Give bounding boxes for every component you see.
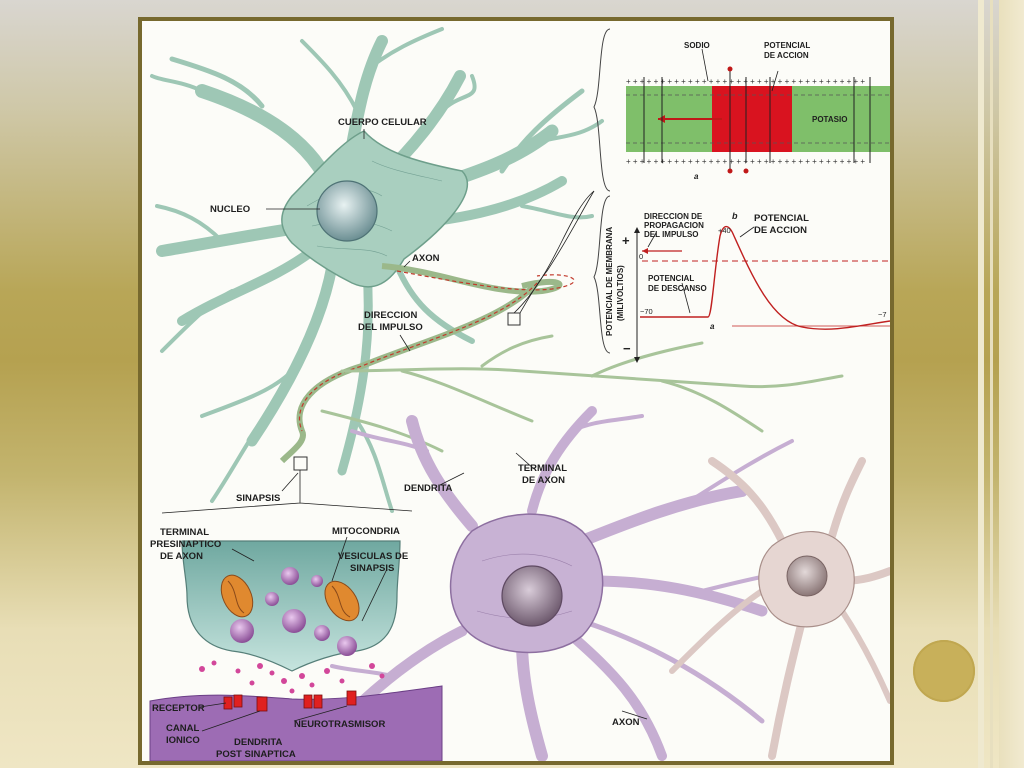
label-mitocondria: MITOCONDRIA [332, 526, 400, 537]
label-dendrita-post-1: DENDRITA [234, 737, 283, 748]
neuron-diagram-frame: + + + + + + + + + + + + + + + + + + + + … [138, 17, 894, 765]
label-potencial-accion-top-1: POTENCIAL [764, 41, 810, 50]
label-direccion-impulso-1: DIRECCION [364, 310, 417, 321]
label-tick-70-right: −7 [878, 310, 887, 319]
label-marker-b: b [732, 211, 738, 221]
label-canal-ionico-2: IONICO [166, 735, 200, 746]
label-plus: + [622, 233, 630, 248]
neuron-diagram: + + + + + + + + + + + + + + + + + + + + … [149, 27, 890, 761]
label-marker-a-graph: a [710, 322, 715, 331]
label-cuerpo-celular: CUERPO CELULAR [338, 117, 427, 128]
label-tick-70: −70 [640, 307, 653, 316]
label-receptor: RECEPTOR [152, 703, 205, 714]
leader-lines [199, 48, 779, 732]
label-vesiculas-2: SINAPSIS [350, 563, 394, 574]
label-marker-a-top: a [694, 172, 699, 181]
label-potasio: POTASIO [812, 115, 847, 124]
label-direccion-propagacion-1: DIRECCION DE [644, 212, 703, 221]
label-direccion-propagacion-3: DEL IMPULSO [644, 230, 699, 239]
label-tick-0: 0 [639, 252, 643, 261]
label-tick-40: +40 [718, 226, 731, 235]
label-potencial-descanso-2: DE DESCANSO [648, 284, 707, 293]
action-potential-graph [634, 225, 890, 363]
slide-border-stripe [990, 0, 993, 768]
label-sinapsis: SINAPSIS [236, 493, 280, 504]
label-direccion-impulso-2: DEL IMPULSO [358, 322, 423, 333]
synapse-inset [149, 456, 443, 761]
label-terminal-presinaptico-2: PRESINAPTICO [150, 539, 221, 550]
slide-border-stripe [978, 0, 984, 768]
label-canal-ionico-1: CANAL [166, 723, 199, 734]
label-potencial-accion-top-2: DE ACCION [764, 51, 809, 60]
label-potencial-descanso-1: POTENCIAL [648, 274, 694, 283]
label-terminal-presinaptico-3: DE AXON [160, 551, 203, 562]
label-potencial-accion-graph-1: POTENCIAL [754, 213, 809, 224]
labels: CUERPO CELULAR NUCLEO AXON DIRECCION DEL… [150, 41, 887, 760]
label-vesiculas-1: VESICULAS DE [338, 551, 408, 562]
membrane-schematic: + + + + + + + + + + + + + + + + + + + + … [513, 28, 890, 354]
label-neurotrasmisor: NEUROTRASMISOR [294, 719, 385, 730]
label-dendrita-post-2: POST SINAPTICA [216, 749, 296, 760]
label-direccion-propagacion-2: PROPAGACION [644, 221, 704, 230]
label-terminal-axon-1: TERMINAL [518, 463, 567, 474]
slide-border-band [999, 0, 1024, 768]
label-axon-bottom: AXON [612, 717, 640, 728]
label-terminal-presinaptico-1: TERMINAL [160, 527, 209, 538]
label-nucleo: NUCLEO [210, 204, 250, 215]
label-minus: − [623, 341, 631, 356]
label-axon: AXON [412, 253, 440, 264]
label-y-axis-2: (MILIVOLTIOS) [616, 265, 625, 321]
label-terminal-axon-2: DE AXON [522, 475, 565, 486]
label-potencial-accion-graph-2: DE ACCION [754, 225, 807, 236]
decorative-circle [913, 640, 975, 702]
label-sodio: SODIO [684, 41, 710, 50]
green-neuron [150, 27, 844, 513]
label-y-axis-1: POTENCIAL DE MEMBRANA [605, 227, 614, 336]
label-dendrita: DENDRITA [404, 483, 453, 494]
background-neuron [669, 457, 890, 760]
